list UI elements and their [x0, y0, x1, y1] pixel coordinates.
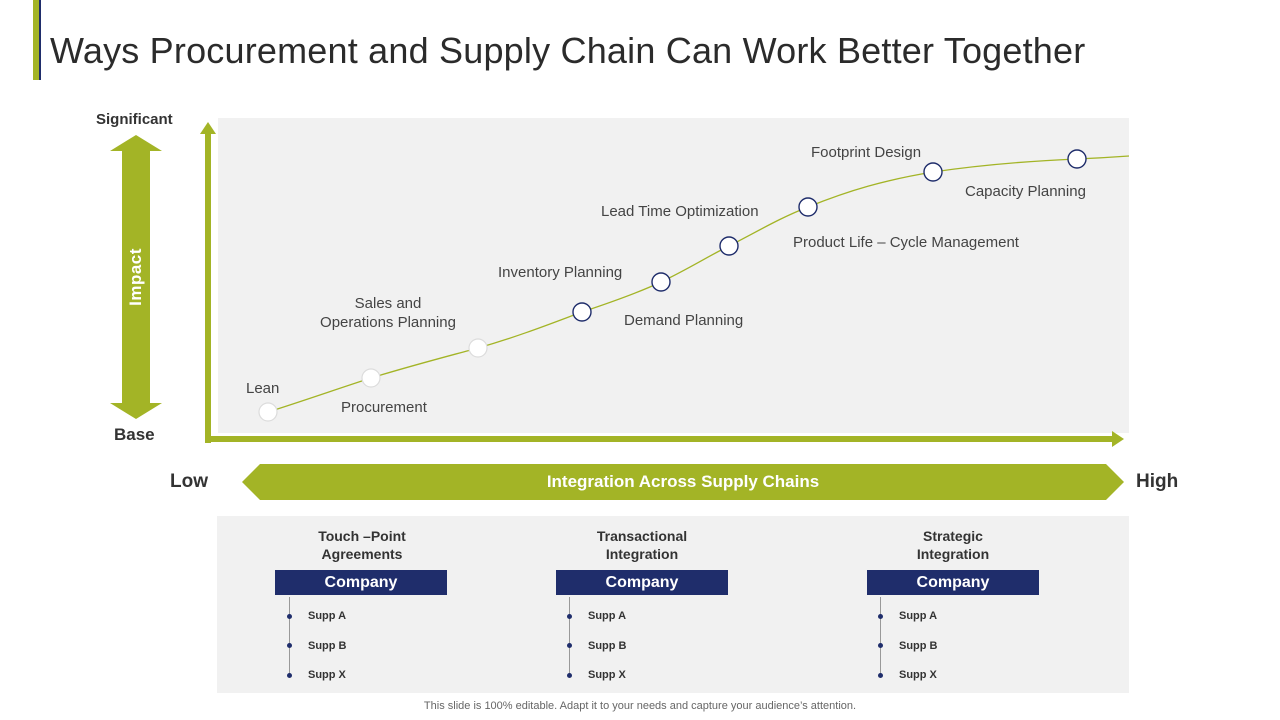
column-title-strategic: Strategic Integration: [916, 528, 990, 562]
x-axis-arrowhead: [1112, 431, 1124, 447]
supplier-dot: [878, 614, 883, 619]
point-label-demand-planning: Demand Planning: [624, 312, 744, 329]
supplier-dot: [287, 673, 292, 678]
company-box-touch-point: Company: [275, 570, 447, 595]
point-label-procurement: Procurement: [341, 399, 427, 416]
supplier-label: Supp B: [899, 640, 938, 652]
milestone-marker: [258, 402, 278, 422]
supplier-line-3: [880, 597, 881, 677]
impact-arrow: [110, 135, 162, 419]
point-label-product-life-cycle: Product Life – Cycle Management: [793, 234, 1019, 251]
point-label-sales-operations: Sales and Operations Planning: [320, 295, 456, 331]
integration-levels-panel: [217, 516, 1129, 693]
supplier-label: Supp X: [899, 669, 937, 681]
integration-high-label: High: [1136, 471, 1179, 492]
milestone-marker: [719, 236, 739, 256]
title-accent-bar: [33, 0, 39, 80]
impact-bottom-label: Base: [114, 425, 155, 444]
point-label-inventory-planning: Inventory Planning: [498, 264, 623, 281]
milestone-marker: [361, 368, 381, 388]
supplier-dot: [878, 643, 883, 648]
progression-curve: [267, 155, 1130, 413]
milestone-marker: [468, 338, 488, 358]
integration-label: Integration Across Supply Chains: [546, 472, 820, 491]
supplier-line-1: [289, 597, 290, 677]
column-title-touch-point: Touch –Point Agreements: [318, 528, 406, 562]
supplier-label: Supp B: [588, 640, 627, 652]
supplier-label: Supp A: [588, 610, 627, 622]
supplier-dot: [567, 643, 572, 648]
column-title-transactional: Transactional Integration: [596, 528, 688, 562]
milestone-marker: [1067, 149, 1087, 169]
supplier-dot: [567, 673, 572, 678]
point-label-lean: Lean: [246, 380, 280, 397]
x-axis-line: [205, 436, 1114, 442]
supplier-label: Supp X: [308, 669, 346, 681]
integration-low-label: Low: [170, 471, 208, 492]
y-axis-line: [205, 132, 211, 443]
supplier-dot: [567, 614, 572, 619]
company-box-strategic: Company: [867, 570, 1039, 595]
y-axis-arrowhead: [200, 122, 216, 134]
integration-arrow: [242, 464, 1124, 500]
supplier-line-2: [569, 597, 570, 677]
supplier-label: Supp X: [588, 669, 626, 681]
milestone-marker: [923, 162, 943, 182]
footer-note: This slide is 100% editable. Adapt it to…: [423, 700, 857, 712]
page-title: Ways Procurement and Supply Chain Can Wo…: [50, 30, 1086, 71]
supplier-label: Supp A: [899, 610, 938, 622]
point-label-footprint-design: Footprint Design: [811, 144, 922, 161]
chart-axes: [200, 122, 1124, 447]
supplier-label: Supp B: [308, 640, 347, 652]
milestone-marker: [651, 272, 671, 292]
milestone-marker: [798, 197, 818, 217]
supplier-label: Supp A: [308, 610, 347, 622]
point-label-capacity-planning: Capacity Planning: [965, 183, 1086, 200]
point-label-lead-time: Lead Time Optimization: [601, 203, 759, 220]
company-box-transactional: Company: [556, 570, 728, 595]
supplier-dot: [287, 614, 292, 619]
title-accent-line: [39, 0, 41, 80]
supplier-dot: [878, 673, 883, 678]
supplier-dot: [287, 643, 292, 648]
impact-top-label: Significant: [96, 111, 173, 128]
milestone-marker: [572, 302, 592, 322]
